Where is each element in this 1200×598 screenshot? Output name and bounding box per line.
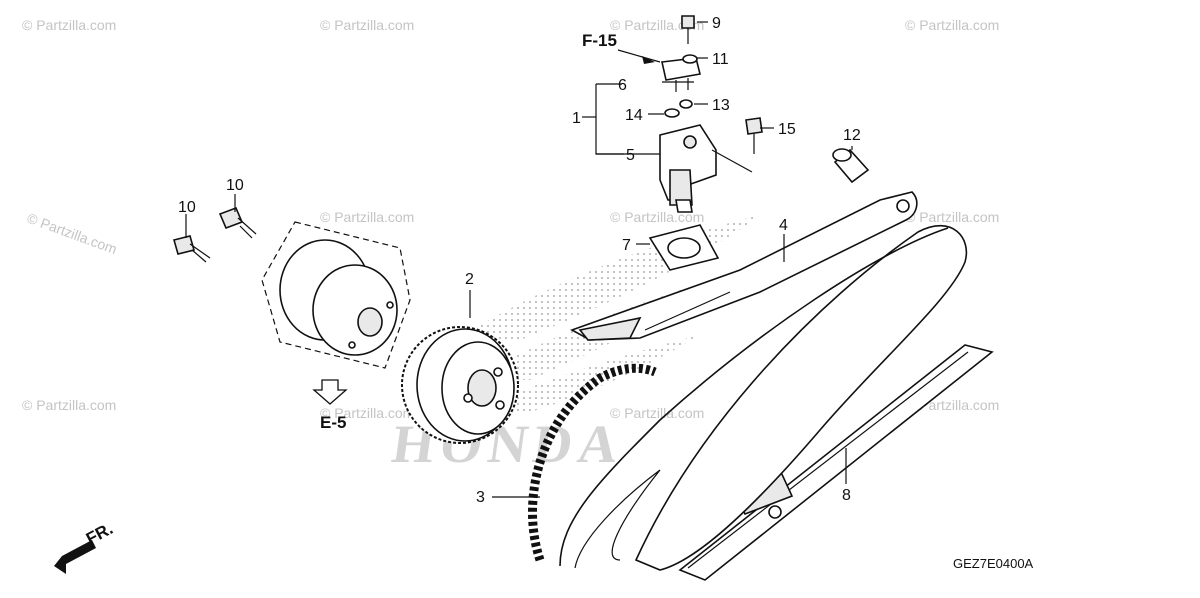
callout-labels: 9 11 6 1 14 13 15 12 5 10 10 7 4 2 3 8 [178, 15, 861, 506]
sealing-bolt[interactable] [661, 57, 701, 92]
watermark-text: © Partzilla.com [610, 209, 704, 225]
bolt-10b[interactable] [218, 206, 257, 239]
washer-14[interactable] [664, 108, 680, 118]
watermark-text: © Partzilla.com [22, 397, 116, 413]
watermark-text: © Partzilla.com [25, 210, 119, 257]
f15-arrow-icon [642, 56, 655, 64]
bolt-9[interactable] [681, 15, 695, 44]
callout-8: 8 [842, 487, 851, 504]
callout-10a: 10 [178, 199, 196, 216]
cam-sprocket[interactable] [401, 326, 519, 444]
tensioner-lifter[interactable] [659, 124, 717, 213]
watermark-text: © Partzilla.com [320, 405, 414, 421]
watermark-text: © Partzilla.com [320, 209, 414, 225]
callout-5: 5 [626, 147, 635, 164]
watermark-group: © Partzilla.com © Partzilla.com © Partzi… [22, 17, 999, 421]
callout-3: 3 [476, 489, 485, 506]
ref-f15: F-15 [582, 31, 617, 50]
callout-7: 7 [622, 237, 631, 254]
callout-13: 13 [712, 97, 730, 114]
callout-9: 9 [712, 15, 721, 32]
watermark-text: © Partzilla.com [610, 405, 704, 421]
callout-12: 12 [843, 127, 861, 144]
cam-hub-assembly[interactable] [261, 221, 411, 369]
bolt-15[interactable] [745, 117, 763, 154]
watermark-text: © Partzilla.com [905, 209, 999, 225]
tensioner-gasket[interactable] [648, 224, 720, 271]
washer-11[interactable] [682, 54, 698, 64]
watermark-text: © Partzilla.com [610, 17, 704, 33]
ref-e5: E-5 [320, 413, 346, 432]
callout-4: 4 [779, 217, 788, 234]
oring-13[interactable] [679, 99, 693, 109]
callout-10b: 10 [226, 177, 244, 194]
watermark-text: © Partzilla.com [905, 17, 999, 33]
e5-arrow-icon [312, 379, 348, 405]
bolt-10a[interactable] [173, 235, 211, 263]
callout-2: 2 [465, 271, 474, 288]
front-arrow-icon [54, 540, 96, 574]
callout-6: 6 [618, 77, 627, 94]
dowel-pin[interactable] [832, 148, 870, 184]
diagram-code: GEZ7E0400A [953, 556, 1034, 571]
callout-11: 11 [712, 51, 729, 68]
cam-chain[interactable] [528, 227, 949, 569]
watermark-text: © Partzilla.com [22, 17, 116, 33]
callout-1: 1 [572, 110, 581, 127]
callout-15: 15 [778, 121, 796, 138]
tensioner-slipper[interactable] [570, 191, 968, 571]
callout-14: 14 [625, 107, 643, 124]
watermark-text: © Partzilla.com [320, 17, 414, 33]
leader-lines [185, 21, 853, 498]
